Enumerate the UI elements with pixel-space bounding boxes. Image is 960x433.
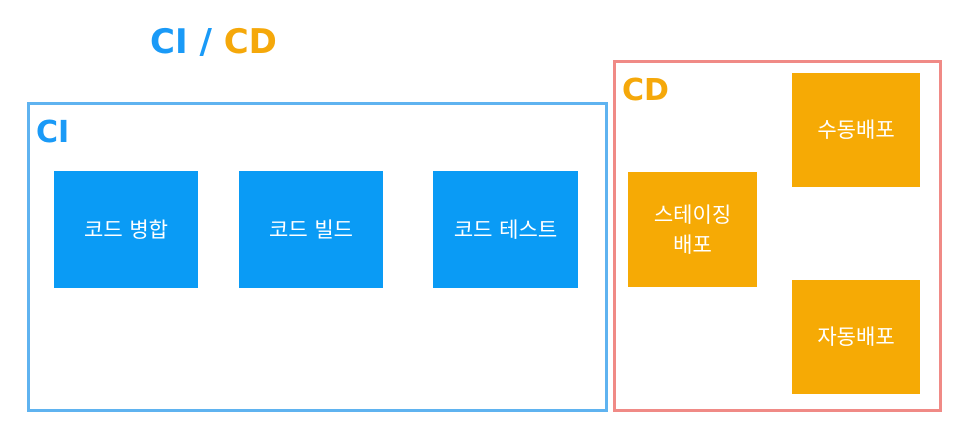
auto-deploy-box: 자동배포 — [792, 280, 920, 394]
staging-deploy-box: 스테이징 배포 — [628, 172, 757, 287]
title-cd: CD — [223, 22, 277, 62]
title-ci: CI — [150, 22, 188, 62]
code-merge-box: 코드 병합 — [54, 171, 198, 288]
manual-deploy-box: 수동배포 — [792, 73, 920, 187]
code-build-label: 코드 빌드 — [269, 217, 353, 242]
code-merge-label: 코드 병합 — [84, 217, 168, 242]
title-separator: / — [187, 22, 224, 62]
auto-deploy-label: 자동배포 — [817, 325, 895, 349]
code-test-box: 코드 테스트 — [433, 171, 578, 288]
code-test-label: 코드 테스트 — [453, 217, 558, 242]
code-build-box: 코드 빌드 — [239, 171, 383, 288]
manual-deploy-label: 수동배포 — [817, 118, 895, 142]
ci-frame-label: CI — [36, 115, 70, 150]
ci-frame — [27, 102, 608, 412]
cd-frame — [613, 60, 942, 412]
diagram-title: CI / CD — [150, 22, 277, 62]
cd-frame-label: CD — [622, 73, 669, 108]
staging-deploy-label: 스테이징 배포 — [653, 202, 732, 257]
